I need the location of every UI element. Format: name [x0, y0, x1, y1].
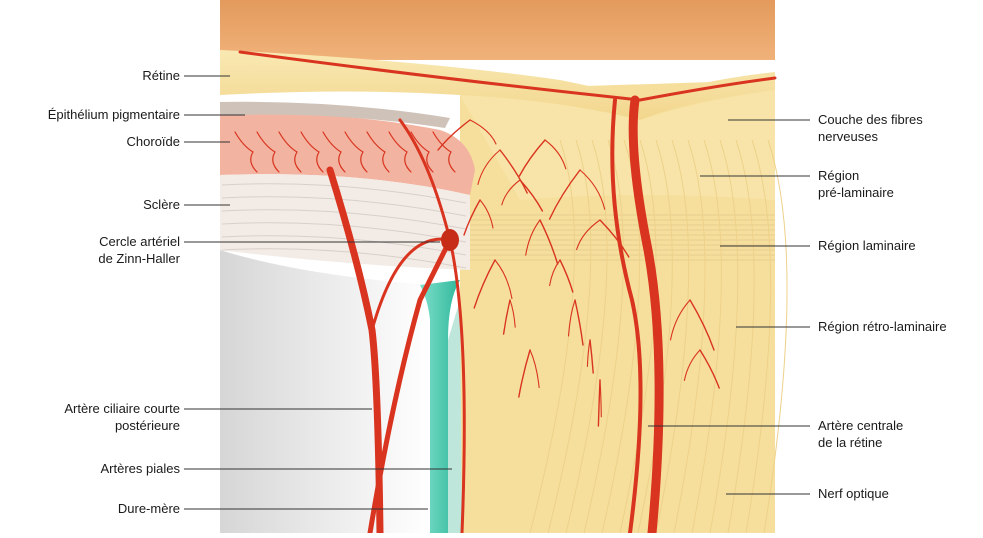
label-dura-mater: Dure-mère [118, 501, 180, 517]
label-zinn-haller-1: Cercle artériel [99, 234, 180, 250]
label-sclera: Sclère [143, 197, 180, 213]
label-pigment-epithelium: Épithélium pigmentaire [48, 107, 180, 123]
label-ciliary-artery-2: postérieure [115, 418, 180, 434]
zinn-haller-circle [441, 229, 459, 251]
label-prelaminar-2: pré-laminaire [818, 185, 894, 201]
label-optic-nerve: Nerf optique [818, 486, 889, 502]
vitreous-region [220, 0, 775, 60]
label-retina: Rétine [142, 68, 180, 84]
label-zinn-haller-2: de Zinn-Haller [98, 251, 180, 267]
label-choroid: Choroïde [127, 134, 180, 150]
label-retrolaminar: Région rétro-laminaire [818, 319, 947, 335]
label-nerve-fiber-layer-2: nerveuses [818, 129, 878, 145]
label-central-retinal-artery-2: de la rétine [818, 435, 882, 451]
label-central-retinal-artery-1: Artère centrale [818, 418, 903, 434]
pia-sheath [448, 300, 462, 533]
label-laminar: Région laminaire [818, 238, 916, 254]
label-pial-arteries: Artères piales [101, 461, 180, 477]
label-ciliary-artery-1: Artère ciliaire courte [64, 401, 180, 417]
label-nerve-fiber-layer-1: Couche des fibres [818, 112, 923, 128]
label-prelaminar-1: Région [818, 168, 859, 184]
